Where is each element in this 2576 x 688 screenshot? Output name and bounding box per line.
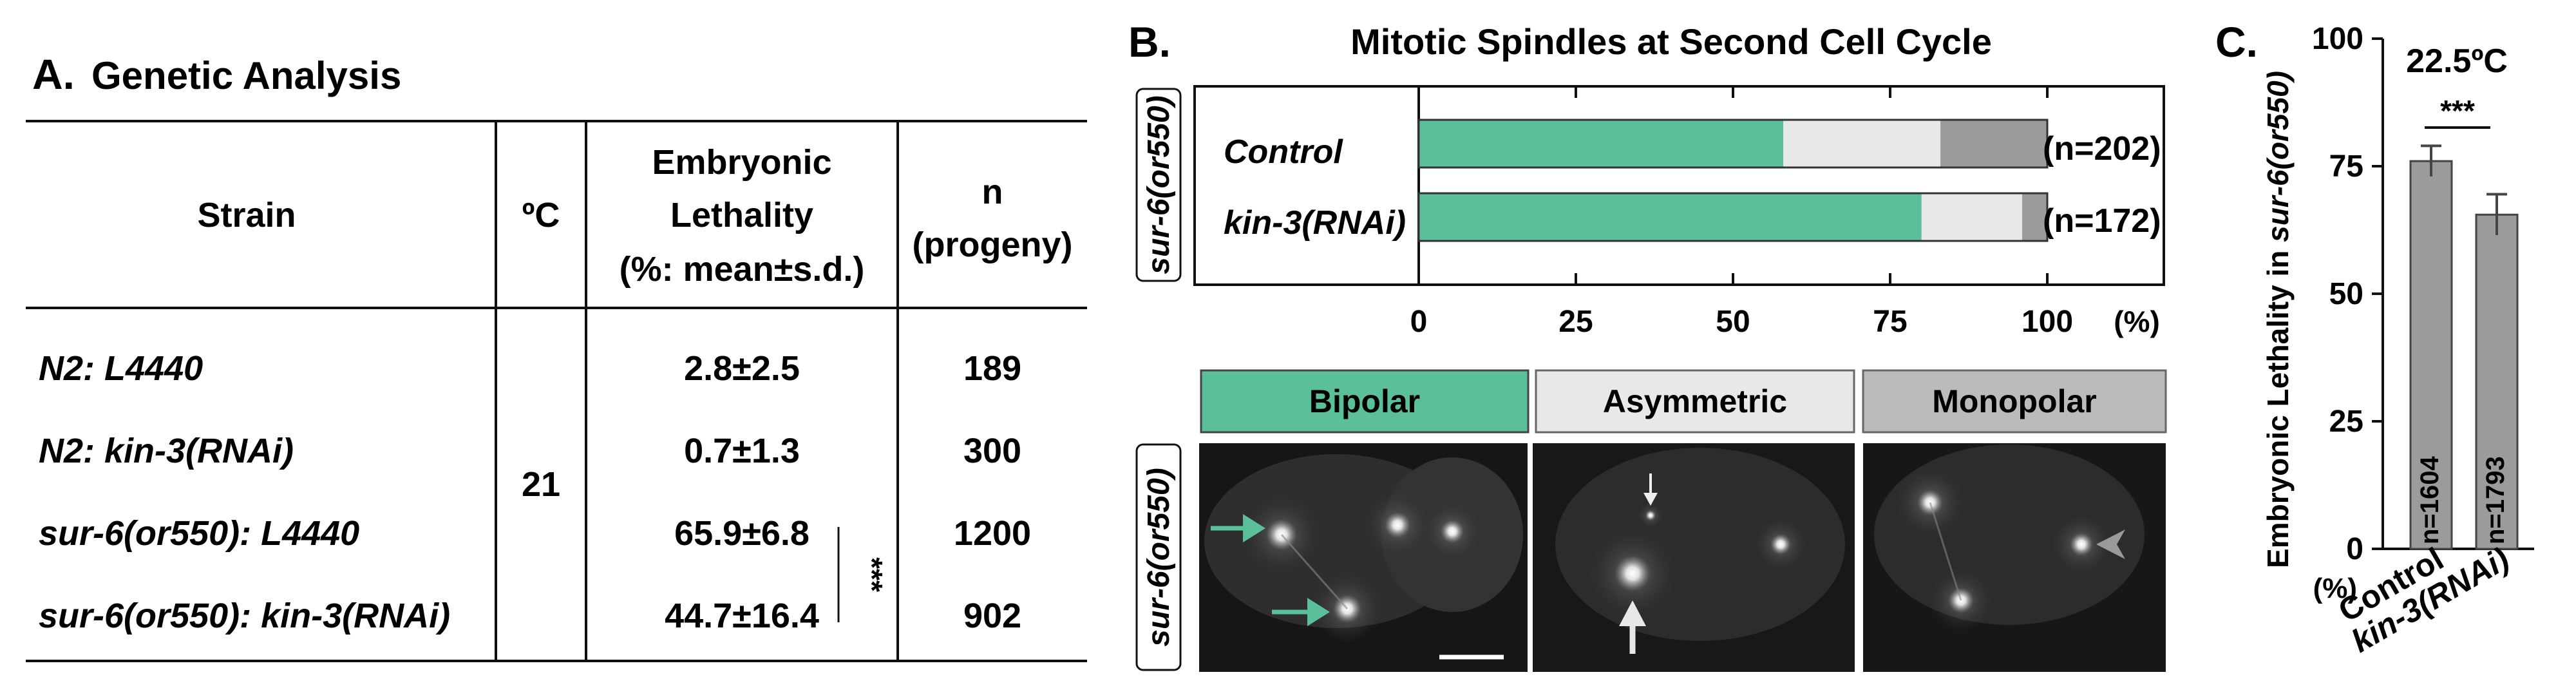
bar-count-label: n=1604 bbox=[2416, 455, 2444, 544]
table-row: sur-6(or550): kin-3(RNAi) 44.7±16.4 902 bbox=[39, 597, 1021, 635]
header-n-line2: (progeny) bbox=[913, 225, 1073, 264]
panel-b-letter: B. bbox=[1128, 18, 1171, 66]
x-tick-label: 0 bbox=[1410, 305, 1428, 339]
y-tick-label: 100 bbox=[2312, 22, 2363, 56]
bar-count-label: n=1793 bbox=[2481, 456, 2510, 544]
micrograph-monopolar bbox=[1863, 443, 2166, 672]
chart-b-frame bbox=[1193, 85, 2165, 286]
table-row: sur-6(or550): L4440 65.9±6.8 1200 bbox=[39, 514, 1031, 553]
micrograph-asymmetric bbox=[1533, 443, 1855, 672]
panel-c-letter: C. bbox=[2215, 18, 2258, 66]
legend-monopolar-box bbox=[1862, 369, 2167, 434]
arrow-icon bbox=[1211, 514, 1265, 542]
chart-c-ylabel-prefix: Embryonic Lethality in bbox=[2261, 242, 2295, 568]
image-side-label-box bbox=[1135, 443, 1182, 671]
header-temperature: ºC bbox=[522, 196, 560, 234]
chart-b-title: Mitotic Spindles at Second Cell Cycle bbox=[1350, 21, 1992, 62]
chart-b-bars bbox=[1417, 119, 2049, 242]
x-tick-label: 75 bbox=[1873, 305, 1907, 339]
large-arrow-icon bbox=[1619, 600, 1646, 654]
small-arrow-icon bbox=[1643, 473, 1658, 506]
legend-bipolar-box bbox=[1200, 369, 1530, 434]
chart-c-significance: *** bbox=[2440, 94, 2475, 128]
legend-monopolar-label: Monopolar bbox=[1932, 383, 2097, 419]
bar-segment-asymmetric bbox=[1783, 120, 1941, 167]
panel-a-letter: A. bbox=[32, 50, 75, 98]
chart-c-subtitle: 22.5ºC bbox=[2406, 43, 2508, 80]
row-n: 300 bbox=[963, 432, 1021, 470]
chart-c-yticks bbox=[2372, 37, 2383, 550]
x-tick-label: 100 bbox=[2022, 305, 2073, 339]
chart-c-percent-label: (%) bbox=[2313, 573, 2357, 604]
legend-bipolar-label: Bipolar bbox=[1309, 383, 1420, 419]
chart-b-ticks bbox=[1417, 86, 2049, 285]
bar-segment-bipolar bbox=[1419, 120, 1784, 167]
panel-a: A. Genetic Analysis Strain ºC Embryonic … bbox=[26, 50, 1087, 662]
bar-outline bbox=[1417, 192, 2049, 242]
significance-stars-a: *** bbox=[855, 557, 889, 592]
panel-c: C. 22.5ºC *** Embryonic Lethality in sur… bbox=[2215, 18, 2534, 660]
y-tick-label: 50 bbox=[2329, 277, 2363, 311]
bar-segment-asymmetric bbox=[1921, 193, 2022, 241]
legend-asymmetric-label: Asymmetric bbox=[1603, 383, 1787, 419]
panel-a-title: Genetic Analysis bbox=[91, 54, 401, 97]
table-row: N2: kin-3(RNAi) 0.7±1.3 300 bbox=[39, 432, 1021, 470]
bar-segment-bipolar bbox=[1419, 193, 1922, 241]
arrow-icon bbox=[1272, 598, 1330, 626]
x-tick-label: 25 bbox=[1558, 305, 1593, 339]
bar bbox=[2475, 213, 2519, 550]
category-label: kin-3(RNAi) bbox=[1224, 204, 1406, 242]
image-side-label: sur-6(or550) bbox=[1142, 468, 1176, 646]
arrowhead-icon bbox=[2096, 530, 2125, 559]
side-label-box bbox=[1135, 88, 1182, 282]
table-row: N2: L4440 2.8±2.5 189 bbox=[39, 349, 1021, 388]
header-n-line1: n bbox=[982, 173, 1003, 211]
row-n: 189 bbox=[963, 349, 1021, 388]
n-label: (n=202) bbox=[2043, 130, 2161, 167]
chart-c-ylabel: Embryonic Lethality in sur-6(or550) bbox=[2261, 71, 2295, 568]
header-lethality-line3: (%: mean±s.d.) bbox=[620, 250, 865, 289]
y-tick-label: 25 bbox=[2329, 405, 2363, 439]
legend-asymmetric-box bbox=[1535, 369, 1855, 434]
header-lethality-line1: Embryonic bbox=[652, 143, 831, 182]
header-strain: Strain bbox=[197, 196, 296, 234]
row-lethality: 44.7±16.4 bbox=[665, 597, 819, 635]
bar-segment-monopolar bbox=[1940, 120, 2047, 167]
x-tick-label: 50 bbox=[1716, 305, 1750, 339]
row-strain: sur-6(or550): L4440 bbox=[39, 514, 359, 553]
row-n: 1200 bbox=[954, 514, 1031, 553]
header-lethality-line2: Lethality bbox=[670, 196, 813, 234]
row-lethality: 2.8±2.5 bbox=[684, 349, 800, 388]
bar-outline bbox=[1417, 119, 2049, 169]
y-tick-label: 75 bbox=[2329, 149, 2363, 184]
x-unit-label: (%) bbox=[2114, 305, 2160, 338]
row-n: 902 bbox=[963, 597, 1021, 635]
chart-c-ylabel-strain: sur-6(or550) bbox=[2261, 71, 2295, 242]
row-lethality: 65.9±6.8 bbox=[674, 514, 810, 553]
row-strain: N2: kin-3(RNAi) bbox=[39, 432, 294, 470]
category-label: Control bbox=[1224, 133, 1343, 171]
y-tick-label: 0 bbox=[2346, 532, 2363, 566]
chart-c-bars bbox=[2409, 144, 2519, 550]
row-strain: sur-6(or550): kin-3(RNAi) bbox=[39, 597, 450, 635]
panel-b: B. Mitotic Spindles at Second Cell Cycle… bbox=[1128, 18, 2167, 672]
n-label: (n=172) bbox=[2043, 202, 2161, 240]
row-strain: N2: L4440 bbox=[39, 349, 203, 388]
micrograph-bipolar bbox=[1199, 443, 1528, 672]
side-label: sur-6(or550) bbox=[1142, 95, 1176, 274]
temperature-value: 21 bbox=[522, 465, 560, 504]
row-lethality: 0.7±1.3 bbox=[684, 432, 800, 470]
bar-segment-monopolar bbox=[2022, 193, 2047, 241]
